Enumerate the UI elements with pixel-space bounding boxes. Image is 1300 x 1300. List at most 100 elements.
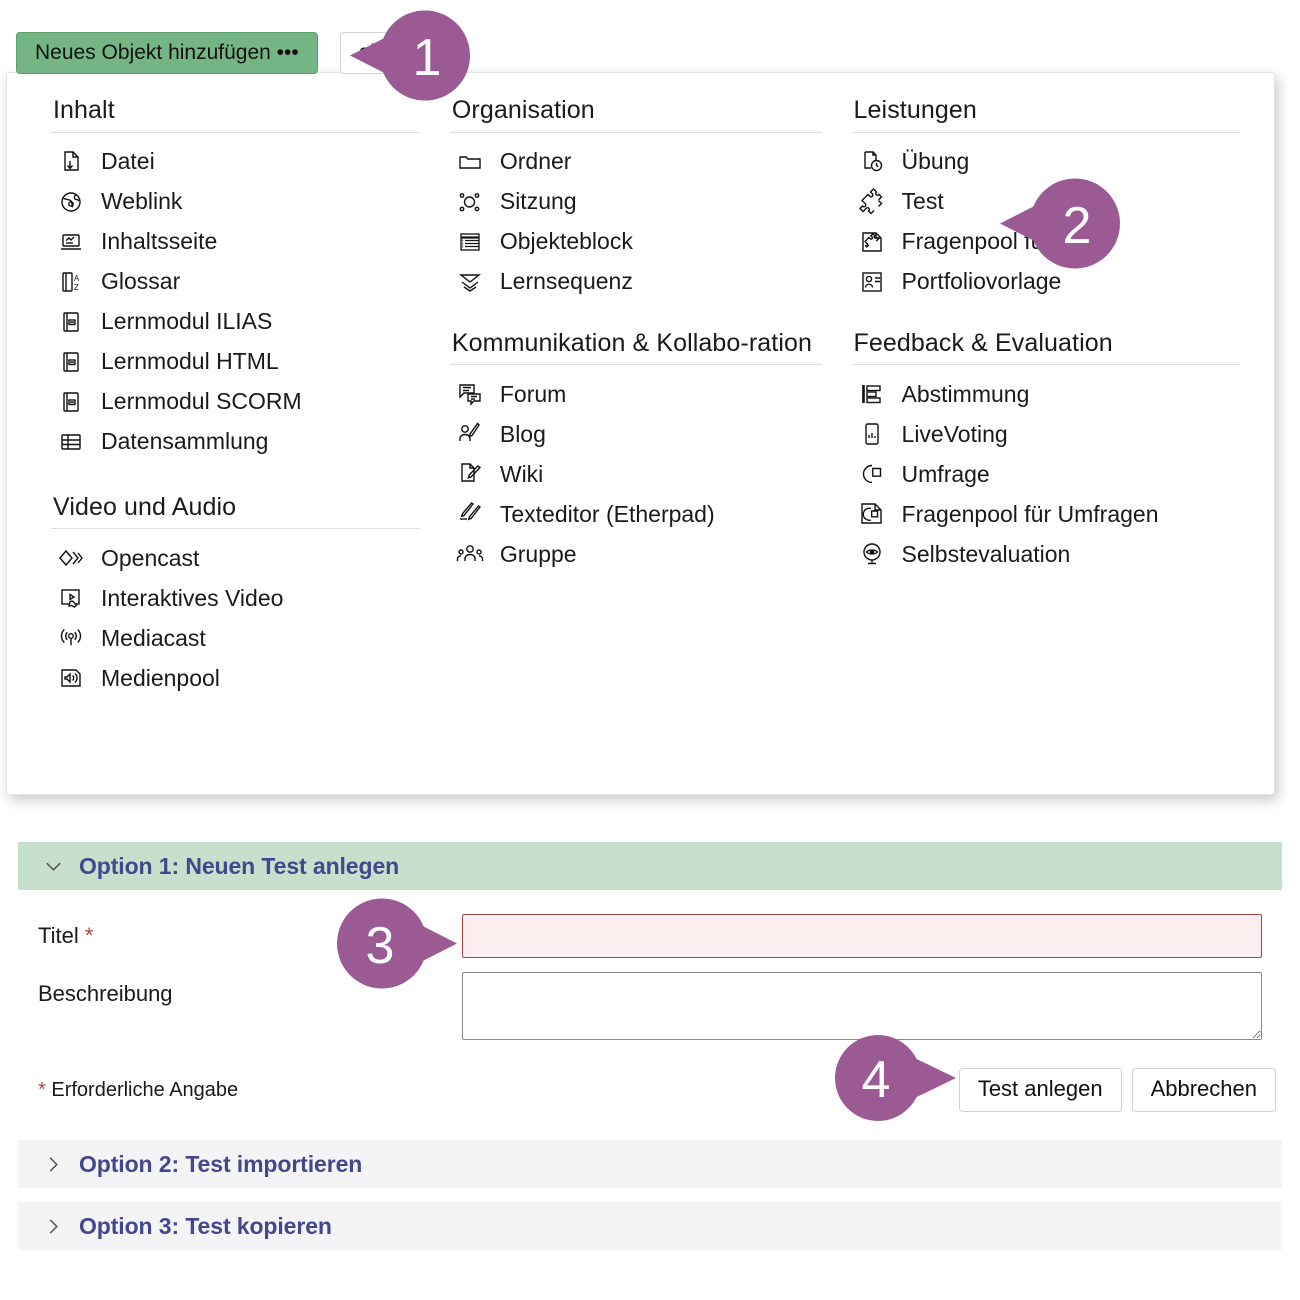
live-voting-phone-icon [858,420,886,448]
object-block-list-icon [456,228,484,256]
menu-item-interaktives-video[interactable]: Interaktives Video [51,578,420,618]
content-page-icon [57,228,85,256]
question-pool-survey-icon [858,500,886,528]
chevron-down-icon [44,857,63,876]
menu-item-label: Ordner [499,148,572,175]
group-kommunikation: Kommunikation & Kollabo-ration Forum [449,328,822,575]
menu-item-fragenpool-tests[interactable]: Fragenpool für Tests [852,222,1240,262]
menu-item-label: Gruppe [499,540,577,567]
portfolio-template-icon [858,268,886,296]
menu-item-lernmodul-scorm[interactable]: Lernmodul SCORM [51,382,420,422]
menu-item-label: Wiki [499,460,544,487]
column-organisation: Organisation Ordner [449,95,852,728]
divider [51,131,420,133]
column-content: Inhalt Datei [51,95,450,728]
menu-item-label: Umfrage [901,460,990,487]
accordion-header-option1[interactable]: Option 1: Neuen Test anlegen [18,842,1282,890]
group-title-organisation: Organisation [451,96,595,124]
group-title-kommunikation: Kommunikation & Kollabo-ration [451,328,812,357]
divider [851,364,1240,365]
form-row-title: Titel * [18,914,1282,958]
menu-item-label: Datei [101,148,155,175]
menu-item-label: Abstimmung [901,380,1030,407]
file-download-icon [57,148,85,176]
menu-item-portfoliovorlage[interactable]: Portfoliovorlage [852,262,1240,302]
interactive-video-icon [57,584,85,612]
menu-item-lernmodul-ilias[interactable]: Lernmodul ILIAS [51,302,420,342]
menu-item-lernsequenz[interactable]: Lernsequenz [450,262,822,302]
menu-item-livevoting[interactable]: LiveVoting [852,414,1240,454]
menu-item-label: Weblink [101,188,183,215]
etherpad-pen-icon [456,500,484,528]
menu-item-datei[interactable]: Datei [51,142,420,182]
spacer [18,1188,1282,1202]
menu-item-uebung[interactable]: Übung [852,142,1240,182]
svg-text:Z: Z [74,283,79,292]
description-textarea[interactable] [462,972,1262,1040]
menu-item-weblink[interactable]: Weblink [51,182,420,222]
menu-item-texteditor-etherpad[interactable]: Texteditor (Etherpad) [450,494,822,534]
required-note: * Erforderliche Angabe [38,1079,238,1102]
menu-item-gruppe[interactable]: Gruppe [450,534,822,574]
menu-item-forum[interactable]: Forum [450,374,822,414]
title-label-text: Titel [38,923,79,948]
menu-item-mediacast[interactable]: Mediacast [51,618,420,658]
menu-item-label: Datensammlung [101,428,269,455]
add-new-object-button[interactable]: Neues Objekt hinzufügen ••• [16,32,318,75]
learning-sequence-chevrons-icon [456,268,484,296]
menu-item-glossar[interactable]: A Z Glossar [51,262,420,302]
globe-link-icon [57,188,85,216]
menu-item-blog[interactable]: Blog [450,414,822,454]
learning-module-icon [57,348,85,376]
required-note-text: Erforderliche Angabe [51,1078,239,1101]
column-services: Leistungen Übung [851,95,1240,728]
poll-bars-icon [858,380,886,408]
menu-item-ordner[interactable]: Ordner [450,142,822,182]
group-organisation: Organisation Ordner [449,95,822,302]
group-feedback: Feedback & Evaluation Abstimmung [851,328,1240,575]
menu-item-label: Übung [901,148,970,175]
menu-item-sitzung[interactable]: Sitzung [450,182,822,222]
divider [449,364,822,365]
menu-item-inhaltsseite[interactable]: Inhaltsseite [51,222,420,262]
title-input[interactable] [462,914,1262,958]
required-asterisk: * [84,923,94,948]
menu-item-objekteblock[interactable]: Objekteblock [450,222,822,262]
cancel-button[interactable]: Abbrechen [1131,1068,1276,1113]
menu-item-label: Texteditor (Etherpad) [499,500,715,527]
menu-item-datensammlung[interactable]: Datensammlung [51,422,420,462]
chevron-right-icon [44,1217,63,1236]
menu-item-abstimmung[interactable]: Abstimmung [852,374,1240,414]
svg-text:A: A [74,274,80,283]
forum-speech-bubbles-icon [456,380,484,408]
folder-icon [456,148,484,176]
menu-item-label: Selbstevaluation [901,540,1071,567]
secondary-toolbar-button[interactable]: alten [339,32,424,75]
test-puzzle-icon [858,187,886,216]
menu-item-label: Glossar [101,268,181,295]
form-buttons: Test anlegen Abbrechen [958,1068,1276,1113]
group-leistungen: Leistungen Übung [851,95,1240,302]
menu-item-selbstevaluation[interactable]: Selbstevaluation [852,534,1240,574]
learning-module-icon [57,308,85,336]
create-test-button[interactable]: Test anlegen [958,1068,1122,1113]
table-grid-icon [57,428,85,456]
menu-item-test[interactable]: Test [852,182,1240,222]
divider [851,131,1240,133]
menu-item-wiki[interactable]: Wiki [450,454,822,494]
menu-item-label: Inhaltsseite [101,228,218,255]
learning-module-icon [57,388,85,416]
accordion-header-option3[interactable]: Option 3: Test kopieren [18,1202,1282,1251]
menu-item-medienpool[interactable]: Medienpool [51,658,420,698]
accordion-title-option2: Option 2: Test importieren [79,1150,363,1177]
menu-item-label: Lernsequenz [499,268,633,295]
accordion-header-option2[interactable]: Option 2: Test importieren [18,1140,1282,1189]
accordion-body-option1: Titel * Beschreibung * Erforderliche Ang… [18,890,1282,1126]
menu-item-lernmodul-html[interactable]: Lernmodul HTML [51,342,420,382]
group-title-video-audio: Video und Audio [53,492,237,521]
menu-item-opencast[interactable]: Opencast [51,538,420,578]
menu-item-fragenpool-umfragen[interactable]: Fragenpool für Umfragen [852,494,1240,534]
title-field-label: Titel * [18,914,462,949]
menu-item-umfrage[interactable]: Umfrage [852,454,1240,494]
menu-item-label: LiveVoting [901,420,1008,447]
